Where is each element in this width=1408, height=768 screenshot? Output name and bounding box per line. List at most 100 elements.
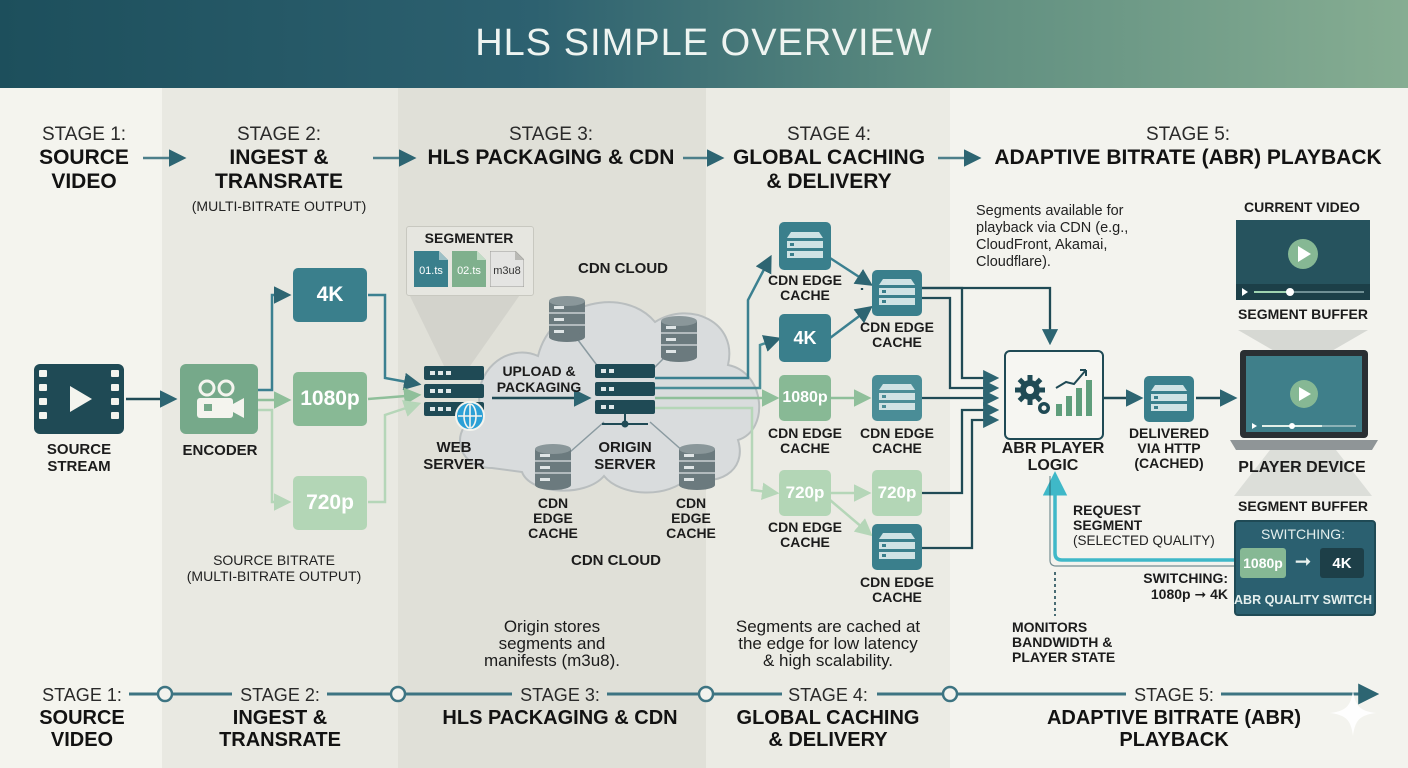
switch-from-badge: 1080p bbox=[1240, 548, 1286, 578]
source-stream-label-1: SOURCE bbox=[46, 441, 112, 458]
stage-3-name: HLS PACKAGING & CDN bbox=[427, 146, 675, 169]
segment-buffer-bottom-label: SEGMENT BUFFER bbox=[1238, 498, 1368, 514]
cache-cylinder-icon bbox=[678, 444, 716, 490]
encoder-camera-icon bbox=[180, 364, 258, 434]
cdn-availability-note-1: Segments available for bbox=[976, 203, 1124, 219]
timeline-stage-3-name: HLS PACKAGING & CDN bbox=[442, 707, 678, 729]
edge-rendition-720p: 720p bbox=[779, 470, 831, 516]
origin-note-1: Origin stores bbox=[503, 617, 601, 636]
upload-packaging-label-1: UPLOAD & bbox=[502, 363, 576, 379]
edge-cache-label-2: CACHE bbox=[780, 534, 830, 550]
edge-note-2: the edge for low latency bbox=[738, 634, 918, 653]
delivery-server-icon bbox=[1144, 376, 1194, 422]
edge-cache-label-2: CACHE bbox=[872, 334, 922, 350]
stage-2-name-line1: INGEST & bbox=[229, 146, 329, 169]
arrow-encoder-to-4k bbox=[258, 286, 292, 392]
segment-buffer-top-label: SEGMENT BUFFER bbox=[1238, 306, 1368, 322]
upload-packaging-label-2: PACKAGING bbox=[496, 379, 582, 395]
arrow-4k-to-edge bbox=[829, 305, 873, 339]
request-segment-loop-inner bbox=[1049, 476, 1234, 567]
timeline-stage-2-name-1: INGEST & bbox=[232, 707, 328, 729]
rendition-1080p: 1080p bbox=[293, 372, 367, 426]
timeline-stage-5-number: STAGE 5: bbox=[1134, 685, 1214, 705]
request-segment-label-1: REQUEST bbox=[1073, 502, 1141, 518]
web-server-label-1: WEB bbox=[436, 439, 472, 456]
rendition-4k: 4K bbox=[293, 268, 367, 322]
timeline-mask-4 bbox=[782, 682, 877, 706]
edge-cache-label-2: CACHE bbox=[780, 440, 830, 456]
segment-file-02-icon bbox=[452, 251, 486, 287]
edge-cache-label-1: CDN EDGE bbox=[860, 319, 934, 335]
abr-quality-switch-caption: ABR QUALITY SWITCH bbox=[1234, 593, 1372, 607]
stage-4-number: STAGE 4: bbox=[786, 124, 872, 145]
edge-rendition-720p-second: 720p bbox=[872, 470, 922, 516]
timeline-stage-2-number: STAGE 2: bbox=[240, 685, 320, 705]
request-segment-label-3: (SELECTED QUALITY) bbox=[1073, 533, 1215, 548]
origin-server-label-1: ORIGIN bbox=[598, 439, 652, 456]
edge-cache-label-2: CACHE bbox=[872, 440, 922, 456]
cdn-edge-left-3: CACHE bbox=[528, 525, 578, 541]
timeline-stage-2-name-2: TRANSRATE bbox=[219, 729, 341, 751]
current-video-label: CURRENT VIDEO bbox=[1244, 199, 1360, 215]
edge-cache-label-2: CACHE bbox=[780, 287, 830, 303]
header-bar bbox=[0, 0, 1408, 88]
stage-1-name-line2: VIDEO bbox=[51, 170, 117, 193]
abr-logic-label-1: ABR PLAYER bbox=[1001, 440, 1105, 457]
edge-to-abr-arrows bbox=[860, 286, 1000, 550]
edge-rendition-1080p: 1080p bbox=[779, 375, 831, 421]
rendition-720p: 720p bbox=[293, 476, 367, 530]
source-bitrate-note-1: SOURCE BITRATE bbox=[213, 552, 335, 568]
timeline-stage-4-name-2: & DELIVERY bbox=[768, 729, 888, 751]
cdn-edge-right-3: CACHE bbox=[666, 525, 716, 541]
edge-cache-label-1: CDN EDGE bbox=[768, 519, 842, 535]
stage-2-name-line2: TRANSRATE bbox=[215, 170, 343, 193]
edge-cache-label-1: CDN EDGE bbox=[768, 272, 842, 288]
edge-cache-label-2: CACHE bbox=[872, 589, 922, 605]
delivered-label-2: VIA HTTP bbox=[1137, 440, 1201, 456]
edge-cache-server-icon bbox=[872, 524, 922, 570]
stage-2-number: STAGE 2: bbox=[236, 124, 322, 145]
stage-1-number: STAGE 1: bbox=[41, 124, 127, 145]
page-title: HLS SIMPLE OVERVIEW bbox=[475, 22, 933, 64]
timeline-stage-4-name-1: GLOBAL CACHING bbox=[736, 707, 920, 729]
cdn-edge-right-2: EDGE bbox=[671, 510, 711, 526]
origin-note-3: manifests (m3u8). bbox=[483, 651, 621, 670]
cdn-cloud-label-bottom: CDN CLOUD bbox=[571, 552, 661, 569]
sparkle-icon bbox=[1328, 688, 1378, 738]
segment-file-01-label: 01.ts bbox=[419, 265, 443, 277]
arrow-origin-to-edge-top bbox=[655, 254, 772, 380]
stage-4-name-line1: GLOBAL CACHING bbox=[732, 146, 926, 169]
web-server-label-2: SERVER bbox=[423, 456, 485, 473]
timeline-mask-2 bbox=[232, 682, 327, 706]
buffer-projection-bottom bbox=[1234, 450, 1372, 496]
arrow-cdn-note-to-abr bbox=[918, 286, 1059, 346]
cdn-cloud-label-top: CDN CLOUD bbox=[578, 260, 668, 277]
stage-1-name-line1: SOURCE bbox=[39, 146, 129, 169]
cdn-availability-note-2: playback via CDN (e.g., bbox=[976, 220, 1129, 236]
origin-server-label-2: SERVER bbox=[594, 456, 656, 473]
arrow-origin-to-4k bbox=[655, 335, 782, 390]
edge-cache-label-1: CDN EDGE bbox=[860, 574, 934, 590]
source-bitrate-note-2: (MULTI-BITRATE OUTPUT) bbox=[186, 568, 362, 584]
cdn-availability-note-3: CloudFront, Akamai, bbox=[976, 237, 1108, 253]
encoder-label: ENCODER bbox=[182, 442, 258, 459]
abr-gears-chart-icon bbox=[1010, 360, 1096, 426]
arrow-4k-to-server bbox=[368, 293, 422, 391]
stage-5-number: STAGE 5: bbox=[1145, 124, 1231, 145]
origin-server-icon bbox=[594, 362, 656, 434]
abr-logic-label-2: LOGIC bbox=[1027, 457, 1079, 474]
monitors-label-2: BANDWIDTH & bbox=[1012, 634, 1113, 650]
stage-4-name-line2: & DELIVERY bbox=[766, 170, 892, 193]
arrow-1080p-to-server bbox=[367, 387, 422, 405]
arrow-720p-to-server bbox=[368, 400, 422, 504]
cdn-edge-left-2: EDGE bbox=[533, 510, 573, 526]
web-server-icon bbox=[422, 364, 490, 432]
timeline-nodes bbox=[156, 685, 959, 703]
source-stream-label-2: STREAM bbox=[47, 458, 111, 475]
film-icon bbox=[34, 364, 124, 434]
cdn-availability-note-4: Cloudflare). bbox=[976, 254, 1051, 270]
cache-cylinder-icon bbox=[548, 296, 586, 342]
cdn-edge-left-1: CDN bbox=[537, 495, 569, 511]
timeline-stage-5-name: ADAPTIVE BITRATE (ABR) PLAYBACK bbox=[1046, 707, 1302, 751]
